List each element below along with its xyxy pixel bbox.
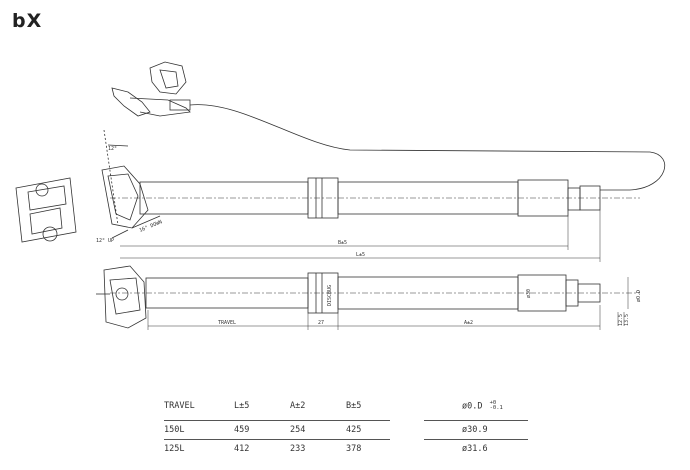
dim-end-1-label: 12.5 <box>618 314 624 326</box>
remote-cable <box>189 104 666 191</box>
dim-travel-label: TRAVEL <box>218 320 236 326</box>
dim-od-label: øO.D <box>636 290 642 302</box>
dropper-post-technical-drawing: 12° 12° UP 16° DOWN B±5 L±5 TRAVEL 27 A±… <box>15 61 666 330</box>
cell: 459 <box>234 420 290 440</box>
cell: 125L <box>164 439 234 458</box>
col-header-a: A±2 <box>290 401 306 411</box>
cell: 425 <box>346 420 390 440</box>
col-header-travel: TRAVEL <box>164 401 195 411</box>
table-row: 125L 412 233 378 <box>164 439 390 458</box>
od-tol-minus: -0.1 <box>489 404 503 411</box>
table-row: ø31.6 <box>424 439 528 458</box>
od-value: ø31.6 <box>424 439 528 458</box>
dim-collar-label: 27 <box>318 320 324 326</box>
col-header-l: L±5 <box>234 401 250 411</box>
upper-head-drawing <box>101 129 161 239</box>
od-table: ø0.D +0 -0.1 ø30.9 ø31.6 <box>424 392 528 458</box>
dim-l-label: L±5 <box>356 252 365 258</box>
seat-clamp-detail <box>15 177 77 243</box>
od-header-cell: ø0.D +0 -0.1 <box>424 392 528 421</box>
dim-end-2-label: 13.5 <box>624 314 630 326</box>
cell: 254 <box>290 420 346 440</box>
tube-text: DISCBUG <box>327 285 333 306</box>
od-tol-plus: +0 <box>489 399 497 406</box>
upper-post-drawing <box>110 177 640 262</box>
dim-b-label: B±5 <box>338 240 347 246</box>
angle-up-label: 12° <box>108 146 117 152</box>
lower-post-drawing <box>110 272 640 330</box>
cell: 378 <box>346 439 390 458</box>
od-value: ø30.9 <box>424 420 528 440</box>
cell: 412 <box>234 439 290 458</box>
lower-head-drawing <box>96 265 147 329</box>
od-header: ø0.D <box>462 401 483 412</box>
dim-a-label: A±2 <box>464 320 473 326</box>
od-tolerance: +0 -0.1 <box>489 399 503 411</box>
table-row: 150L 459 254 425 <box>164 420 390 440</box>
table-row: ø30.9 <box>424 420 528 440</box>
angle-range-up-label: 12° UP <box>96 238 114 244</box>
cell: 150L <box>164 420 234 440</box>
dim-diameter-label: ø30 <box>526 289 532 298</box>
brand-logo: bX <box>12 10 43 32</box>
remote-lever-drawing <box>111 61 191 117</box>
spec-table: TRAVEL L±5 A±2 B±5 150L 459 254 425 125L… <box>164 392 390 458</box>
cell: 233 <box>290 439 346 458</box>
angle-range-down-label: 16° DOWN <box>139 219 164 234</box>
col-header-b: B±5 <box>346 401 362 411</box>
